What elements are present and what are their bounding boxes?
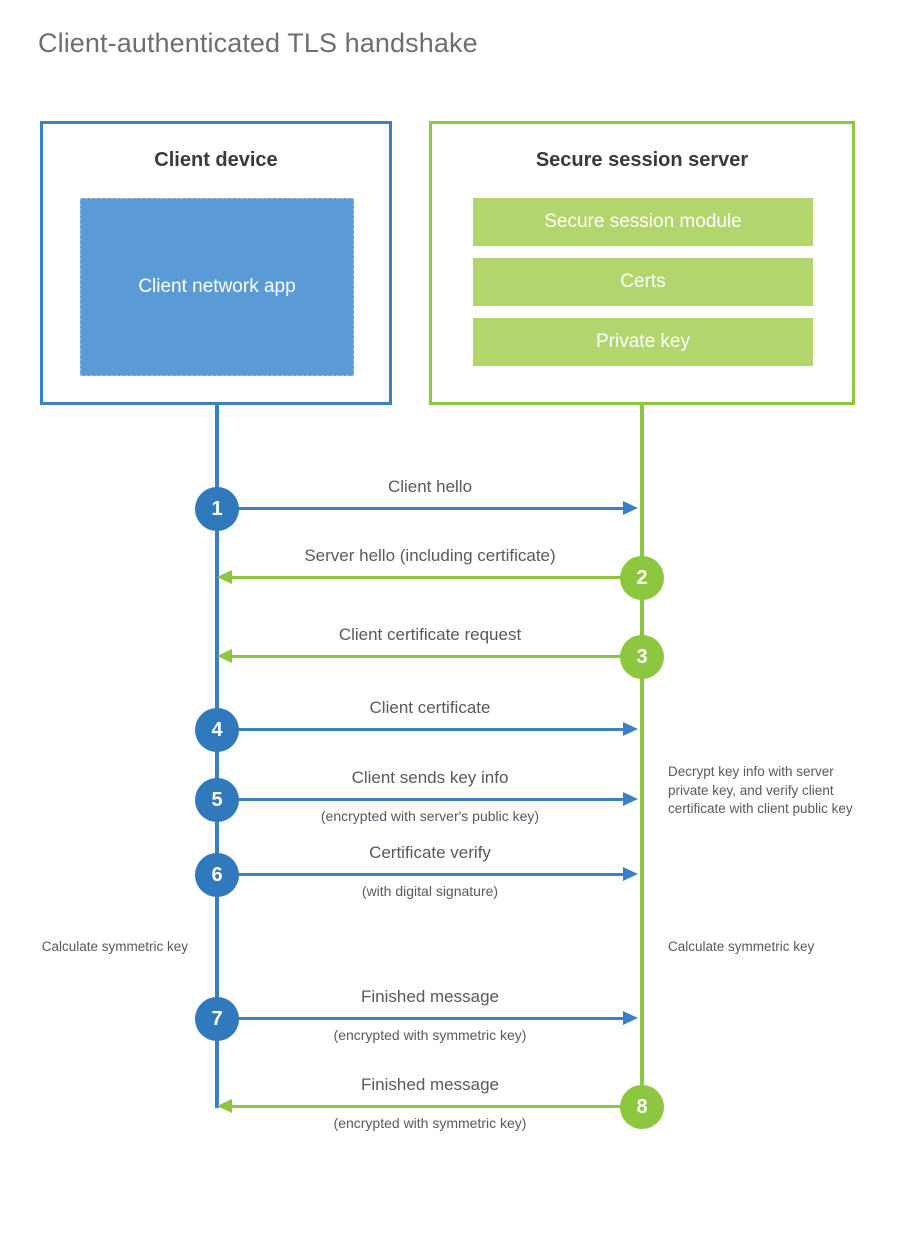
- note-server-decrypt: Decrypt key info with server private key…: [668, 764, 853, 817]
- step-number-8: 8: [620, 1085, 664, 1129]
- server-components-list: Secure session module Certs Private key: [473, 198, 813, 366]
- message-sublabel-5: (encrypted with server's public key): [320, 808, 540, 824]
- arrow-head-icon-6: [623, 867, 638, 881]
- server-component-private-key: Private key: [473, 318, 813, 366]
- message-label-8: Finished message: [361, 1075, 499, 1094]
- message-label-5: Client sends key info: [351, 768, 509, 787]
- arrow-line-7: [217, 1017, 625, 1020]
- secure-session-server-box: Secure session server Secure session mod…: [429, 121, 855, 405]
- arrow-line-1: [217, 507, 625, 510]
- arrow-line-5: [217, 798, 625, 801]
- arrow-line-4: [217, 728, 625, 731]
- message-label-2: Server hello (including certificate): [304, 546, 556, 565]
- message-label-7: Finished message: [361, 987, 499, 1006]
- client-lifeline: [215, 404, 219, 1108]
- message-sublabel-6: (with digital signature): [361, 883, 499, 899]
- step-number-4: 4: [195, 708, 239, 752]
- message-label-3: Client certificate request: [338, 625, 522, 644]
- message-sublabel-8: (encrypted with symmetric key): [333, 1115, 527, 1131]
- message-label-4: Client certificate: [369, 698, 491, 717]
- message-label-1: Client hello: [387, 477, 473, 496]
- arrow-head-icon-7: [623, 1011, 638, 1025]
- note-server-calculate-symmetric-key: Calculate symmetric key: [668, 939, 815, 954]
- arrow-head-icon-4: [623, 722, 638, 736]
- server-component-secure-session-module: Secure session module: [473, 198, 813, 246]
- client-device-title: Client device: [154, 149, 278, 171]
- server-lifeline: [640, 404, 644, 1106]
- client-network-app-block: Client network app: [80, 198, 354, 376]
- server-component-certs: Certs: [473, 258, 813, 306]
- step-number-7: 7: [195, 997, 239, 1041]
- client-device-box: Client device Client network app: [40, 121, 392, 405]
- page-title: Client-authenticated TLS handshake: [38, 28, 478, 58]
- message-sublabel-7: (encrypted with symmetric key): [333, 1027, 527, 1043]
- step-number-2: 2: [620, 556, 664, 600]
- arrow-head-icon-3: [217, 649, 232, 663]
- arrow-head-icon-2: [217, 570, 232, 584]
- message-label-6: Certificate verify: [369, 843, 491, 862]
- step-number-5: 5: [195, 778, 239, 822]
- arrow-line-2: [232, 576, 642, 579]
- step-number-6: 6: [195, 853, 239, 897]
- note-client-calculate-symmetric-key: Calculate symmetric key: [41, 939, 188, 954]
- step-number-1: 1: [195, 487, 239, 531]
- arrow-line-3: [232, 655, 642, 658]
- arrow-line-6: [217, 873, 625, 876]
- arrow-head-icon-8: [217, 1099, 232, 1113]
- arrow-head-icon-5: [623, 792, 638, 806]
- arrow-head-icon-1: [623, 501, 638, 515]
- secure-session-server-title: Secure session server: [535, 149, 749, 171]
- arrow-line-8: [232, 1105, 642, 1108]
- step-number-3: 3: [620, 635, 664, 679]
